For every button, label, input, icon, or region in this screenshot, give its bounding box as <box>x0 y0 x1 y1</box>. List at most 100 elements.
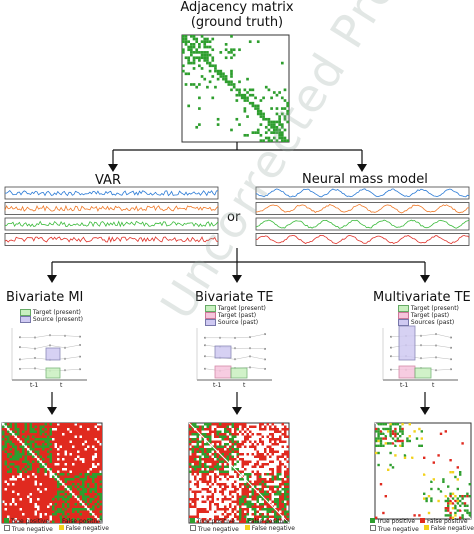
matrix-cell <box>222 75 225 78</box>
result-cell <box>241 443 244 446</box>
result-cell <box>39 458 42 461</box>
result-cell <box>47 428 50 431</box>
result-cell <box>226 428 229 431</box>
result-cell <box>79 450 82 453</box>
result-cell <box>54 500 57 503</box>
result-cell <box>216 508 219 511</box>
result-cell <box>466 509 469 512</box>
result-cell <box>94 460 97 463</box>
result-cell <box>239 478 242 481</box>
result-cell <box>84 498 87 501</box>
result-cell <box>39 488 42 491</box>
result-cell <box>281 483 284 486</box>
result-cell <box>206 520 209 523</box>
result-cell <box>281 488 284 491</box>
result-cell <box>92 485 95 488</box>
matrix-cell <box>195 51 199 54</box>
result-cell <box>276 438 279 441</box>
result-cell <box>82 473 85 476</box>
result-cell <box>204 518 207 521</box>
result-cell <box>32 510 35 513</box>
result-cell <box>466 492 469 495</box>
result-cell <box>24 475 27 478</box>
matrix-cell <box>248 101 252 105</box>
result-cell <box>24 508 27 511</box>
result-cell <box>194 455 197 458</box>
result-cell <box>12 493 15 496</box>
result-cell <box>231 518 234 521</box>
matrix-cell <box>264 125 268 129</box>
result-cell <box>219 443 222 446</box>
result-cell <box>44 458 47 461</box>
result-cell <box>42 500 45 503</box>
result-cell <box>44 428 47 431</box>
result-cell <box>221 520 224 523</box>
result-cell <box>67 445 70 448</box>
result-cell <box>17 458 20 461</box>
result-cell <box>9 488 12 491</box>
result-cell <box>249 475 252 478</box>
result-cell <box>42 450 45 453</box>
result-cell <box>64 473 67 476</box>
result-cell <box>231 495 234 498</box>
result-cell <box>84 455 87 458</box>
result-cell <box>87 515 90 518</box>
matrix-cell <box>278 120 281 124</box>
result-cell <box>259 425 262 428</box>
result-cell <box>206 443 209 446</box>
matrix-cell <box>262 112 265 116</box>
result-cell <box>82 435 85 438</box>
result-cell <box>236 515 239 518</box>
matrix-cell <box>280 131 284 134</box>
result-cell <box>29 510 32 513</box>
result-cell <box>251 443 254 446</box>
result-cell <box>82 513 85 516</box>
result-cell <box>249 460 252 463</box>
matrix-cell <box>278 128 281 132</box>
result-cell <box>234 430 237 433</box>
result-cell <box>216 433 219 436</box>
result-cell <box>67 460 70 463</box>
result-cell <box>29 445 32 448</box>
result-cell <box>27 465 30 468</box>
result-cell <box>377 439 380 443</box>
matrix-cell <box>251 88 255 92</box>
result-cell <box>19 428 22 431</box>
result-cell <box>22 460 25 463</box>
result-cell <box>22 510 25 513</box>
result-cell <box>77 483 80 486</box>
result-legend-row: True negative False negative <box>4 525 114 533</box>
result-cell <box>396 437 399 440</box>
result-cell <box>251 488 254 491</box>
result-cell <box>49 508 52 511</box>
result-cell <box>199 478 202 481</box>
result-cell <box>2 443 5 446</box>
result-cell <box>97 445 100 448</box>
result-cell <box>42 478 45 481</box>
result-cell <box>77 425 80 428</box>
result-cell <box>57 475 60 478</box>
result-cell <box>189 460 192 463</box>
result-cell <box>89 423 92 426</box>
swatch-icon <box>423 525 429 530</box>
result-cell <box>89 508 92 511</box>
result-cell <box>189 498 192 501</box>
result-cell <box>241 503 244 506</box>
diagonal-line <box>374 422 472 520</box>
result-cell <box>279 440 282 443</box>
result-cell <box>14 473 17 476</box>
result-cell <box>69 480 72 483</box>
result-cell <box>206 458 209 461</box>
result-cell <box>94 435 97 438</box>
result-cell <box>72 503 75 506</box>
result-cell <box>94 463 97 466</box>
result-cell <box>256 495 259 498</box>
result-cell <box>64 465 67 468</box>
result-cell <box>209 425 212 428</box>
result-cell <box>189 470 192 473</box>
result-cell <box>214 468 217 471</box>
matrix-cell <box>192 83 196 86</box>
result-cell <box>276 508 279 511</box>
result-cell <box>249 485 252 488</box>
result-cell <box>52 480 55 483</box>
